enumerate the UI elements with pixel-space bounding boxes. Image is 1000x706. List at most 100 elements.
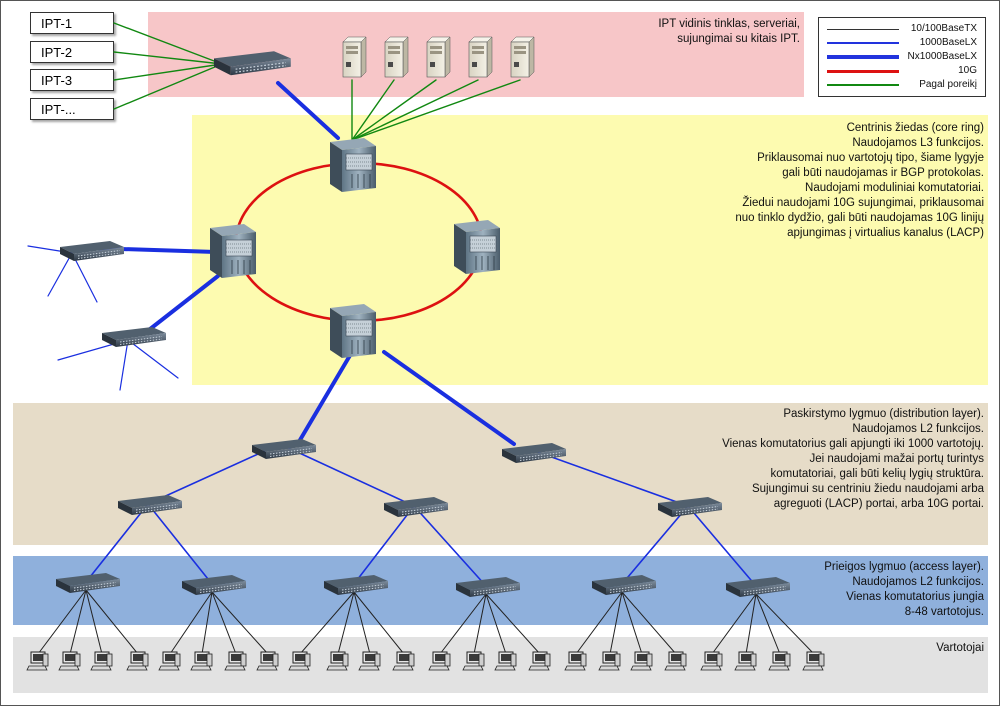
distribution-zone	[13, 403, 988, 545]
server-1	[342, 36, 367, 78]
left-1-drop-b	[47, 252, 73, 297]
user-pc-2	[58, 651, 81, 671]
ipt-zone-text: IPT vidinis tinklas, serveriai, sujungim…	[658, 18, 800, 45]
user-pc-3	[90, 651, 113, 671]
user-link-3-4	[353, 591, 405, 655]
user-pc-16	[528, 651, 551, 671]
access-link-3	[353, 505, 415, 585]
user-link-3-1	[299, 591, 355, 655]
user-link-6-4	[755, 593, 815, 655]
server-5	[510, 36, 535, 78]
legend-swatch-on-demand	[827, 84, 899, 86]
user-pc-1	[26, 651, 49, 671]
core-switch-right	[453, 219, 501, 275]
core-dist-link-left	[298, 350, 354, 442]
user-pc-5	[158, 651, 181, 671]
legend-label-on-demand: Pagal poreikį	[919, 79, 977, 90]
access-link-4	[413, 505, 487, 587]
server-link-5	[351, 79, 521, 141]
user-link-3-3	[353, 591, 371, 655]
legend-label-lx: 1000BaseLX	[919, 37, 977, 48]
access-switch-6	[725, 576, 791, 598]
core-switch-left	[209, 223, 257, 279]
ipt-switch	[213, 50, 292, 76]
server-link-3	[351, 79, 437, 141]
core-switch-top	[329, 137, 377, 193]
user-pc-4	[126, 651, 149, 671]
access-link-2	[147, 503, 213, 585]
ipt-link-1	[113, 22, 223, 65]
user-pc-22	[734, 651, 757, 671]
user-pc-13	[428, 651, 451, 671]
core-zone	[192, 115, 988, 385]
ipt-node-more: IPT-...	[30, 98, 114, 120]
user-pc-24	[802, 651, 825, 671]
server-link-2	[351, 79, 395, 141]
user-pc-19	[630, 651, 653, 671]
ipt-link-4	[113, 63, 223, 110]
user-link-4-3	[485, 593, 507, 655]
user-pc-12	[392, 651, 415, 671]
user-link-4-1	[439, 593, 487, 655]
left-2-drop-c	[127, 339, 179, 379]
legend-row-10g: 10G	[827, 65, 977, 78]
access-link-1	[85, 503, 149, 583]
server-3	[426, 36, 451, 78]
legend-row-nx-lx: Nx1000BaseLX	[827, 51, 977, 64]
server-4	[468, 36, 493, 78]
user-link-2-3	[211, 591, 237, 655]
legend-row-lx: 1000BaseLX	[827, 37, 977, 50]
user-link-1-3	[85, 589, 103, 655]
user-link-6-3	[755, 593, 781, 655]
access-switch-5	[591, 574, 657, 596]
user-link-2-2	[201, 591, 213, 655]
user-pc-9	[288, 651, 311, 671]
access-zone-text: Prieigos lygmuo (access layer). Naudojam…	[824, 561, 984, 618]
user-link-1-2	[69, 589, 87, 655]
left-switch-2	[101, 326, 167, 348]
user-link-5-4	[621, 591, 677, 655]
user-link-4-4	[485, 593, 541, 655]
user-pc-7	[224, 651, 247, 671]
user-pc-21	[700, 651, 723, 671]
distribution-zone-text: Paskirstymo lygmuo (distribution layer).…	[722, 408, 984, 510]
users-zone-text: Vartotojai	[936, 642, 984, 654]
dist-switch-right	[501, 442, 567, 464]
user-link-5-3	[621, 591, 643, 655]
core-zone-text: Centrinis žiedas (core ring) Naudojamos …	[735, 122, 984, 239]
legend-row-copper: 10/100BaseTX	[827, 23, 977, 36]
left-1-drop-c	[71, 252, 98, 303]
left-switch-1	[59, 240, 125, 262]
dist-l2-switch-1	[117, 494, 183, 516]
user-link-5-1	[575, 591, 623, 655]
ipt-node-2: IPT-2	[30, 41, 114, 63]
ipt-node-3: IPT-3	[30, 69, 114, 91]
core-switch-bottom	[329, 303, 377, 359]
access-switch-4	[455, 576, 521, 598]
user-link-2-4	[211, 591, 269, 655]
legend-label-copper: 10/100BaseTX	[910, 23, 977, 34]
legend: 10/100BaseTX 1000BaseLX Nx1000BaseLX 10G…	[818, 17, 986, 97]
user-pc-14	[462, 651, 485, 671]
user-link-5-2	[609, 591, 623, 655]
user-pc-11	[358, 651, 381, 671]
legend-label-nx-lx: Nx1000BaseLX	[907, 51, 978, 62]
user-pc-20	[664, 651, 687, 671]
server-link-4	[351, 79, 479, 141]
user-link-2-1	[169, 591, 213, 655]
dist-l2-switch-2	[383, 496, 449, 518]
user-link-6-1	[711, 593, 757, 655]
legend-row-on-demand: Pagal poreikį	[827, 79, 977, 92]
user-pc-6	[190, 651, 213, 671]
ipt-link-3	[113, 63, 223, 81]
legend-swatch-nx-lx	[827, 55, 899, 59]
user-link-3-2	[337, 591, 355, 655]
legend-swatch-copper	[827, 28, 899, 30]
access-switch-1	[55, 572, 121, 594]
access-switch-3	[323, 574, 389, 596]
access-switch-2	[181, 574, 247, 596]
user-pc-15	[494, 651, 517, 671]
legend-swatch-10g	[827, 69, 899, 73]
legend-swatch-lx	[827, 42, 899, 44]
user-link-1-1	[37, 589, 87, 655]
